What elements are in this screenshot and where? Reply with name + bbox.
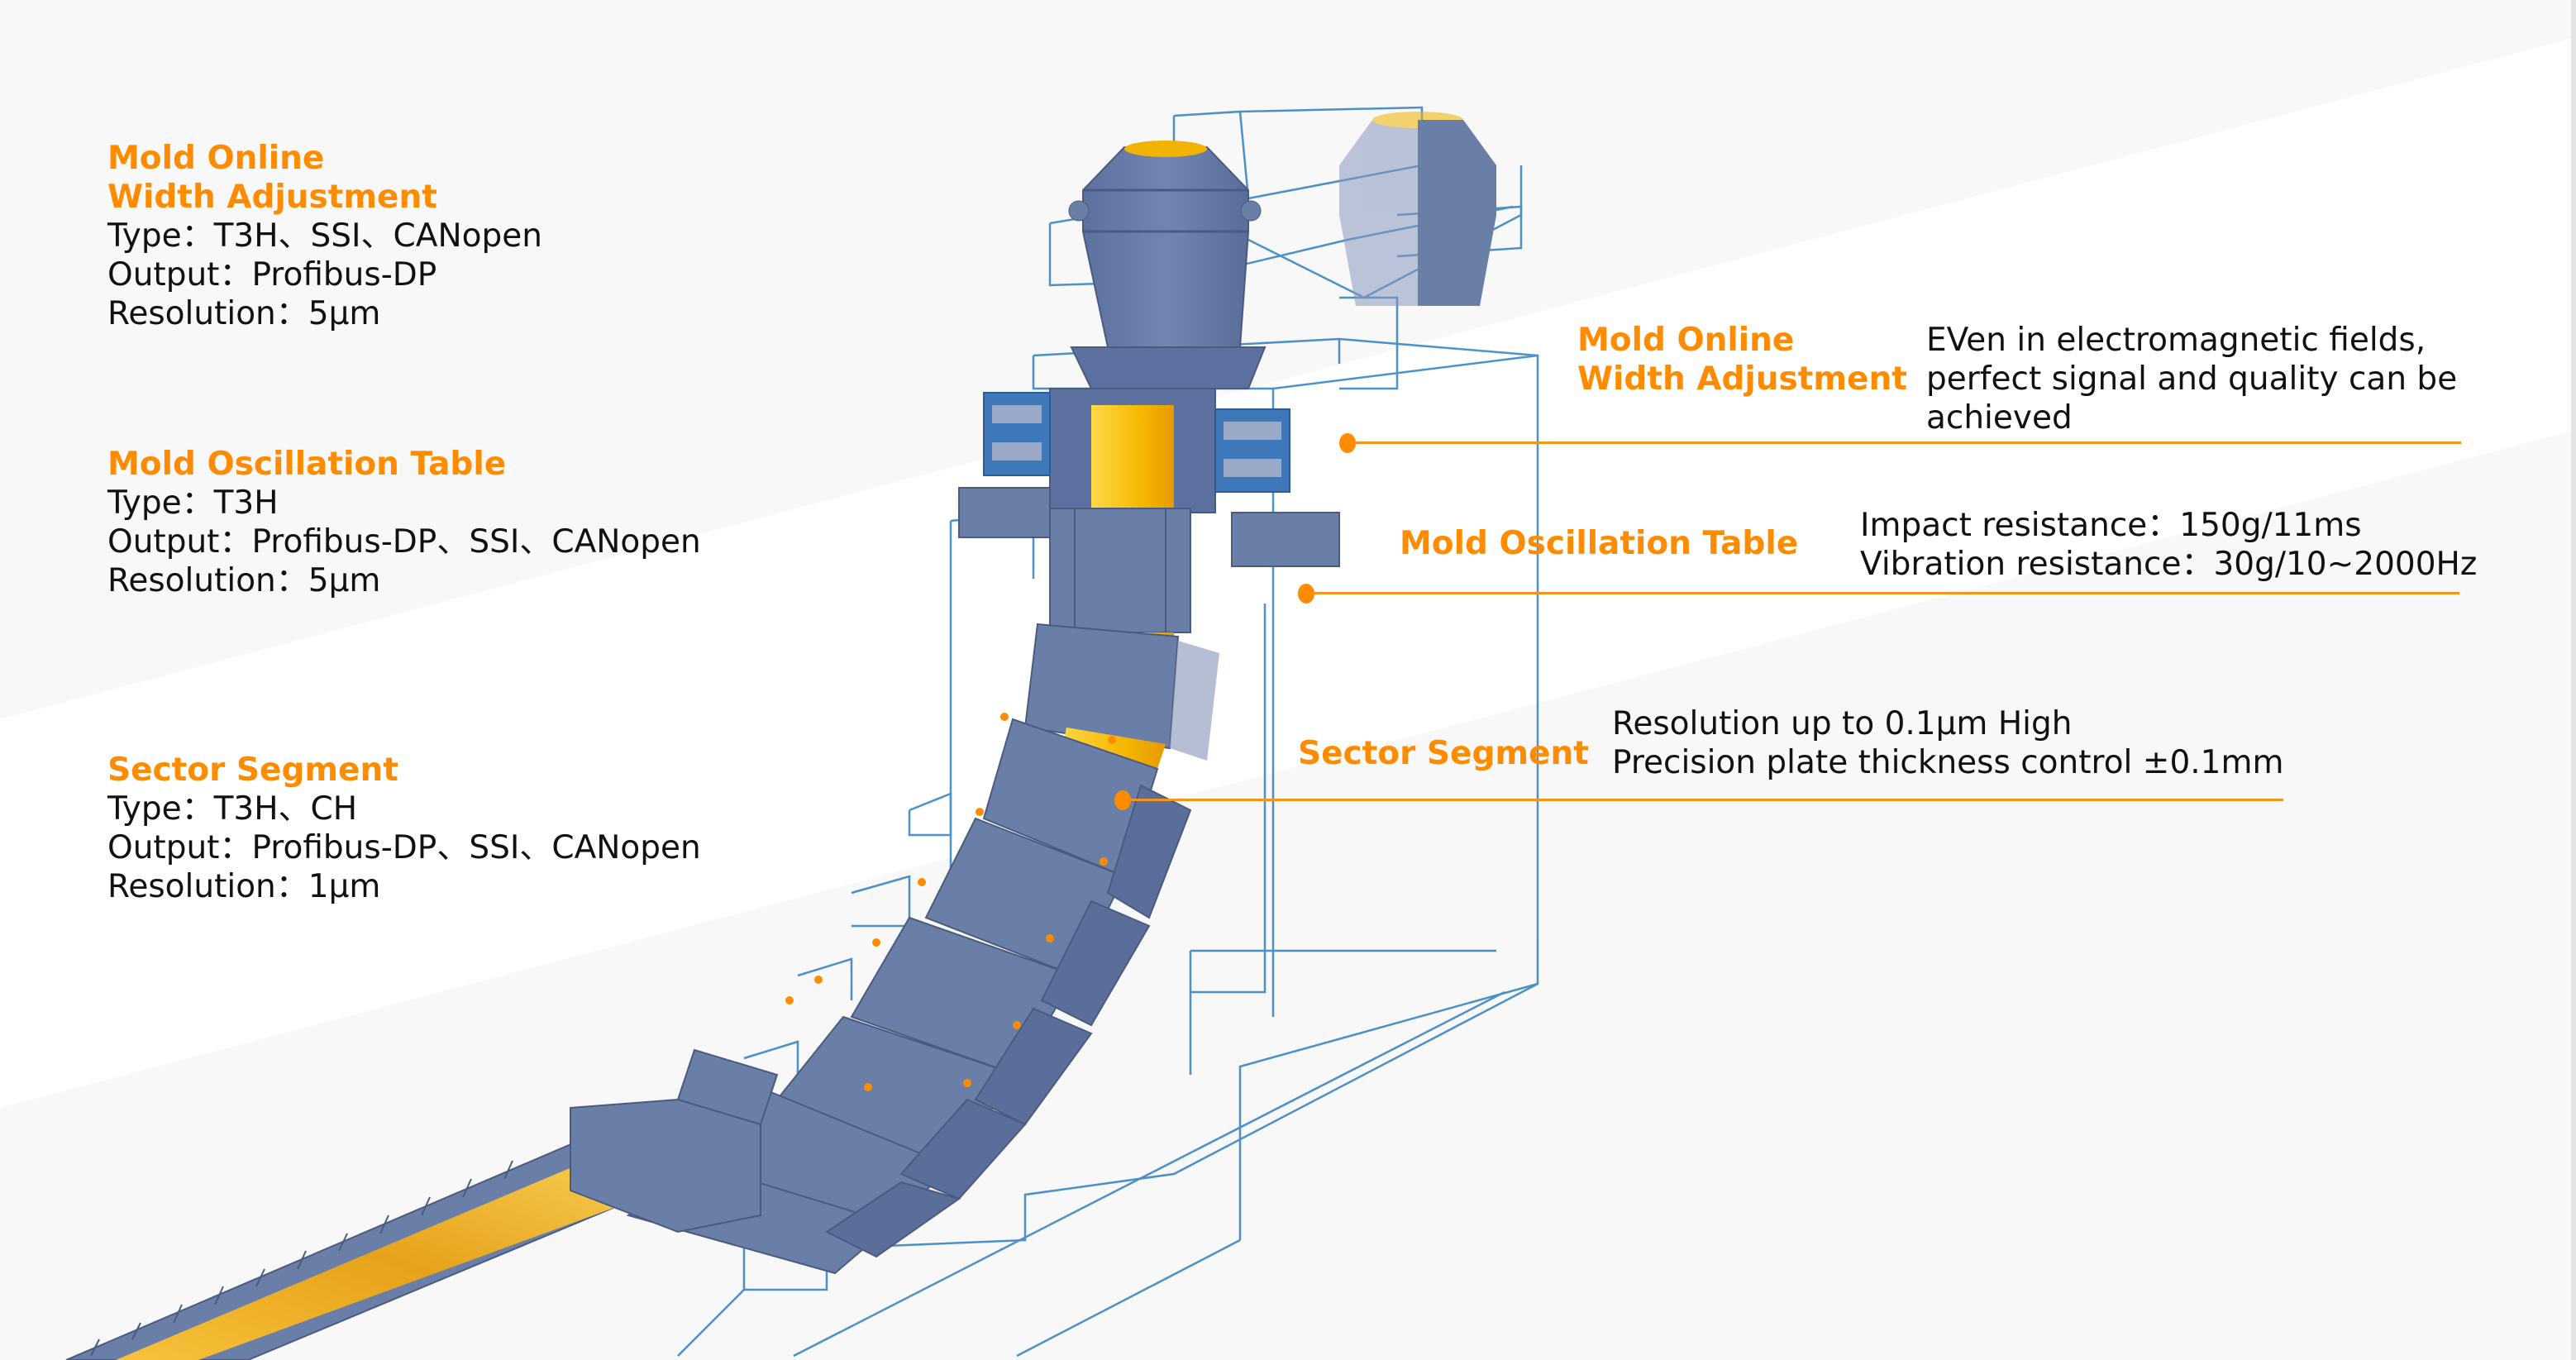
segment-pins (785, 713, 1116, 1091)
callout-line: achieved (1926, 399, 2073, 437)
callout-title-mold-width: Mold Online Width Adjustment (1577, 322, 1907, 398)
spec-resolution: Resolution：5μm (107, 562, 381, 599)
callout-leader-line (1124, 799, 2283, 801)
right-edge-bar (2571, 0, 2576, 1360)
spec-type: Type：T3H、CH (107, 790, 358, 828)
callout-desc-oscillation-table: Impact resistance：150g/11ms Vibration re… (1860, 506, 2477, 584)
callout-line: Precision plate thickness control ±0.1mm (1612, 744, 2284, 781)
callout-title-sector-segment: Sector Segment (1298, 735, 1589, 772)
spec-type: Type：T3H、SSI、CANopen (107, 217, 542, 255)
spec-resolution: Resolution：1μm (107, 868, 381, 905)
callout-anchor-dot (1339, 433, 1356, 453)
callout-line: Resolution up to 0.1μm High (1612, 705, 2073, 742)
spec-title: Mold Online Width Adjustment (107, 140, 437, 216)
middle-band (0, 37, 2576, 1108)
sector-segments (626, 718, 1192, 1275)
callout-leader-line (1308, 592, 2459, 594)
spec-resolution: Resolution：5μm (107, 295, 381, 332)
spec-output: Output：Profibus-DP、SSI、CANopen (107, 523, 701, 561)
spec-title: Sector Segment (107, 752, 398, 789)
spec-block-mold-width: Mold Online Width Adjustment Type：T3H、SS… (107, 139, 542, 333)
oscillation-table (958, 487, 1340, 657)
tundish (1070, 346, 1267, 389)
withdrawal-stand (570, 1048, 779, 1234)
ladle-right (1418, 120, 1496, 306)
callout-anchor-dot (1114, 790, 1131, 810)
callout-line: Impact resistance：150g/11ms (1860, 507, 2362, 544)
callout-desc-mold-width: EVen in electromagnetic fields, perfect … (1926, 321, 2457, 437)
callout-desc-sector-segment: Resolution up to 0.1μm High Precision pl… (1612, 704, 2283, 782)
callout-line: Vibration resistance：30g/10~2000Hz (1860, 546, 2478, 583)
callout-anchor-dot (1298, 584, 1314, 604)
callout-title-oscillation-table: Mold Oscillation Table (1400, 525, 1799, 562)
top-band (0, 0, 2576, 719)
spec-block-oscillation-table: Mold Oscillation Table Type：T3H Output：P… (107, 445, 701, 600)
ladle-left (1068, 141, 1262, 348)
callout-line: perfect signal and quality can be (1926, 360, 2458, 398)
spec-output: Output：Profibus-DP、SSI、CANopen (107, 829, 701, 866)
spec-title: Mold Oscillation Table (107, 446, 507, 483)
callout-line: EVen in electromagnetic fields, (1926, 322, 2426, 359)
mold (983, 388, 1290, 513)
callout-leader-line (1349, 441, 2461, 444)
spec-output: Output：Profibus-DP (107, 256, 437, 293)
spec-block-sector-segment: Sector Segment Type：T3H、CH Output：Profib… (107, 751, 701, 906)
spec-type: Type：T3H (107, 484, 279, 522)
